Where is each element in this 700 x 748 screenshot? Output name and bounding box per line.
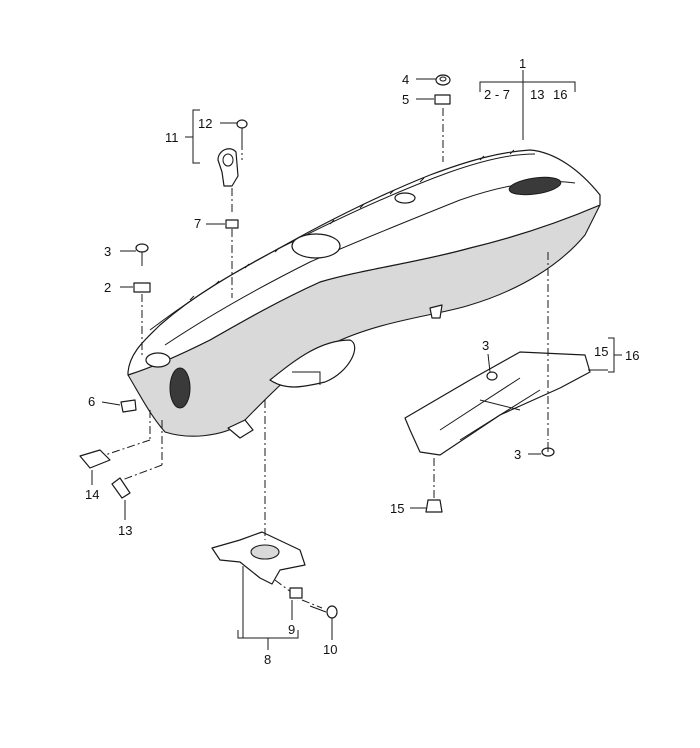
callout-3-left: 3 <box>104 244 111 259</box>
callout-3-right-lower: 3 <box>514 447 521 462</box>
callout-13: 13 <box>118 523 132 538</box>
screw-part-10 <box>309 605 338 619</box>
callout-12: 12 <box>198 116 212 131</box>
callout-labels: 1 2 - 7 13 16 4 5 12 11 7 3 2 6 14 13 9 … <box>85 56 639 667</box>
callout-8: 8 <box>264 652 271 667</box>
clip-part-5 <box>434 94 451 105</box>
leader-lines <box>91 70 622 650</box>
callout-2: 2 <box>104 280 111 295</box>
clip-part-6 <box>120 399 137 413</box>
bracket-part-14 <box>79 449 111 469</box>
callout-3-right-upper: 3 <box>482 338 489 353</box>
dashboard-carrier <box>127 149 601 439</box>
callout-7: 7 <box>194 216 201 231</box>
callout-15-upper: 15 <box>594 344 608 359</box>
screw-part-12 <box>236 119 248 142</box>
callout-6: 6 <box>88 394 95 409</box>
nut-part-4 <box>435 74 451 86</box>
bracket-part-11 <box>217 148 239 187</box>
callout-10: 10 <box>323 642 337 657</box>
callout-5: 5 <box>402 92 409 107</box>
bracket-part-16 <box>404 351 591 456</box>
screw-part-3-right-upper <box>486 371 498 381</box>
callout-1: 1 <box>519 56 526 71</box>
screw-part-3-right-lower <box>541 442 555 457</box>
callout-16: 16 <box>625 348 639 363</box>
plug-part-15 <box>425 499 443 513</box>
callout-1-group-b: 13 <box>530 87 544 102</box>
callout-4: 4 <box>402 72 409 87</box>
callout-1-group-a: 2 - 7 <box>484 87 510 102</box>
clip-part-2 <box>133 282 151 293</box>
clip-part-9 <box>289 587 303 599</box>
callout-15-lower: 15 <box>390 501 404 516</box>
screw-part-3-left <box>135 243 149 266</box>
callout-11: 11 <box>165 130 179 145</box>
callout-9: 9 <box>288 622 295 637</box>
callout-14: 14 <box>85 487 99 502</box>
bracket-part-8 <box>211 531 306 585</box>
strip-part-13 <box>111 477 131 499</box>
clip-part-7 <box>225 219 239 229</box>
callout-1-group-c: 16 <box>553 87 567 102</box>
